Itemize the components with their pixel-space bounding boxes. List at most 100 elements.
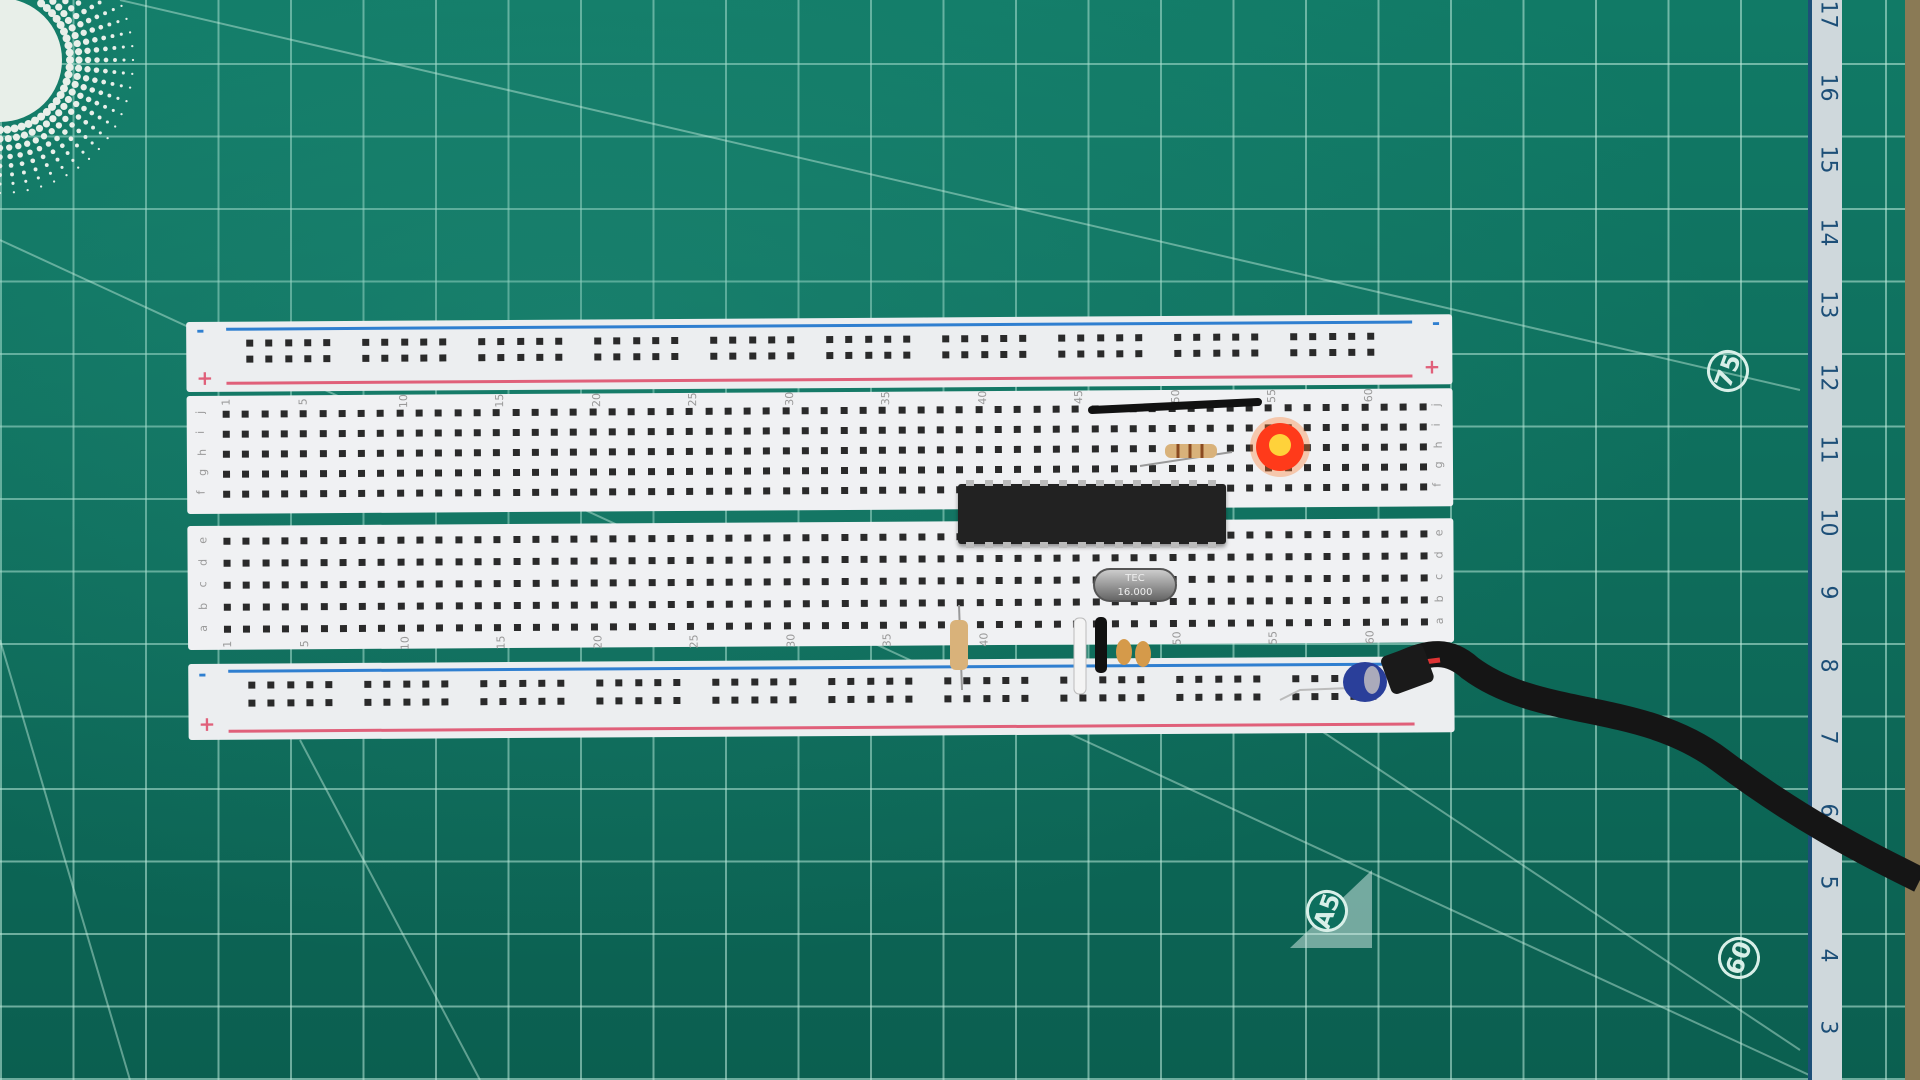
logo-dot xyxy=(64,16,73,25)
logo-dot xyxy=(114,125,117,128)
cable-connector xyxy=(1381,644,1434,694)
logo-dot xyxy=(32,137,39,144)
logo-dot xyxy=(116,20,120,24)
logo-dot xyxy=(52,14,61,23)
logo-dot xyxy=(73,12,80,20)
logo-dot xyxy=(30,158,36,164)
logo-dot xyxy=(59,84,68,93)
logo-dot xyxy=(89,27,96,33)
logo-dot xyxy=(97,147,100,151)
logo-dot xyxy=(55,3,63,11)
ic-pin xyxy=(1133,480,1142,486)
logo-dot xyxy=(125,99,128,103)
ic-pin xyxy=(1114,480,1123,486)
logo-dot xyxy=(111,108,115,112)
logo-dot xyxy=(64,70,73,79)
logo-dot xyxy=(45,141,52,147)
logo-dot xyxy=(89,110,95,116)
logo-dot xyxy=(75,0,82,6)
logo-dot xyxy=(55,122,63,129)
logo-dot xyxy=(65,48,74,57)
logo-dot xyxy=(85,17,92,24)
logo-dot xyxy=(131,44,134,48)
logo-dot xyxy=(37,112,46,121)
ic-pin xyxy=(1040,480,1049,486)
logo-dot xyxy=(74,48,83,56)
crystal-brand: TEC xyxy=(1125,573,1145,584)
logo-dot xyxy=(89,87,96,93)
logo-dot xyxy=(98,24,104,30)
logo-dot xyxy=(112,70,117,74)
crystal-oscillator: TEC 16.000 xyxy=(1093,568,1177,602)
logo-dot xyxy=(97,115,102,120)
logo-dot xyxy=(50,149,56,155)
logo-dot xyxy=(98,90,104,96)
logo-dot xyxy=(65,174,68,177)
logo-dot xyxy=(92,77,98,83)
logo-dot xyxy=(55,109,63,117)
logo-dot xyxy=(48,128,55,135)
logo-dot xyxy=(107,22,112,27)
logo-dot xyxy=(0,154,3,160)
white-component xyxy=(1073,617,1087,695)
logo-dot xyxy=(26,188,29,192)
ic-pin xyxy=(1040,542,1049,548)
logo-dot xyxy=(0,144,4,152)
ic-pin xyxy=(1096,480,1105,486)
logo-dot xyxy=(68,136,74,142)
logo-dot xyxy=(113,58,117,62)
logo-dot xyxy=(68,108,75,115)
logo-dot xyxy=(12,133,21,141)
logo-dot xyxy=(60,102,68,111)
ic-pin xyxy=(1170,480,1179,486)
logo-dot xyxy=(82,75,90,82)
black-component xyxy=(1095,617,1107,673)
microcontroller-ic xyxy=(958,480,1226,548)
logo-dot xyxy=(103,57,109,63)
logo-dot xyxy=(128,86,132,89)
logo-dot xyxy=(62,115,69,123)
logo-dot xyxy=(24,179,28,183)
logo-dot xyxy=(60,9,68,18)
logo-dot xyxy=(121,71,125,75)
logo-dot xyxy=(121,45,125,49)
logo-dot xyxy=(90,141,94,145)
ic-pin xyxy=(1114,542,1123,548)
ic-pin xyxy=(1133,542,1142,548)
logo-dot xyxy=(21,170,26,175)
logo-dot xyxy=(110,81,115,86)
logo-dot xyxy=(4,134,12,143)
logo-dot xyxy=(42,108,51,117)
logo-dot xyxy=(103,68,108,74)
logo-dot xyxy=(81,8,87,15)
ic-pin xyxy=(1170,542,1179,548)
logo-dot xyxy=(65,63,74,72)
logo-dot xyxy=(0,173,2,177)
logo-dot xyxy=(8,163,14,168)
logo-dot xyxy=(101,35,107,41)
logo-dot xyxy=(64,95,73,104)
logo-dot xyxy=(31,116,39,125)
logo-dot xyxy=(75,114,82,120)
ic-pin xyxy=(1077,480,1086,486)
ceramic-capacitor xyxy=(1116,639,1132,665)
logo-dot xyxy=(91,125,95,130)
logo-dot xyxy=(83,134,88,139)
logo-dot xyxy=(94,100,100,106)
ic-pin xyxy=(1021,480,1030,486)
logo-dot xyxy=(6,144,13,151)
logo-dot xyxy=(101,79,107,85)
logo-dot xyxy=(62,0,69,5)
logo-dot xyxy=(48,9,57,18)
logo-dot xyxy=(120,4,123,8)
logo-dot xyxy=(105,120,109,124)
logo-dot xyxy=(52,180,56,183)
logo-dot xyxy=(60,165,64,169)
logo-dot xyxy=(71,158,75,162)
logo-dot xyxy=(92,37,98,43)
ic-pin xyxy=(1021,542,1030,548)
ic-pin xyxy=(984,542,993,548)
logo-dot xyxy=(39,185,43,188)
logo-dot xyxy=(12,191,16,194)
logo-dot xyxy=(19,161,25,167)
